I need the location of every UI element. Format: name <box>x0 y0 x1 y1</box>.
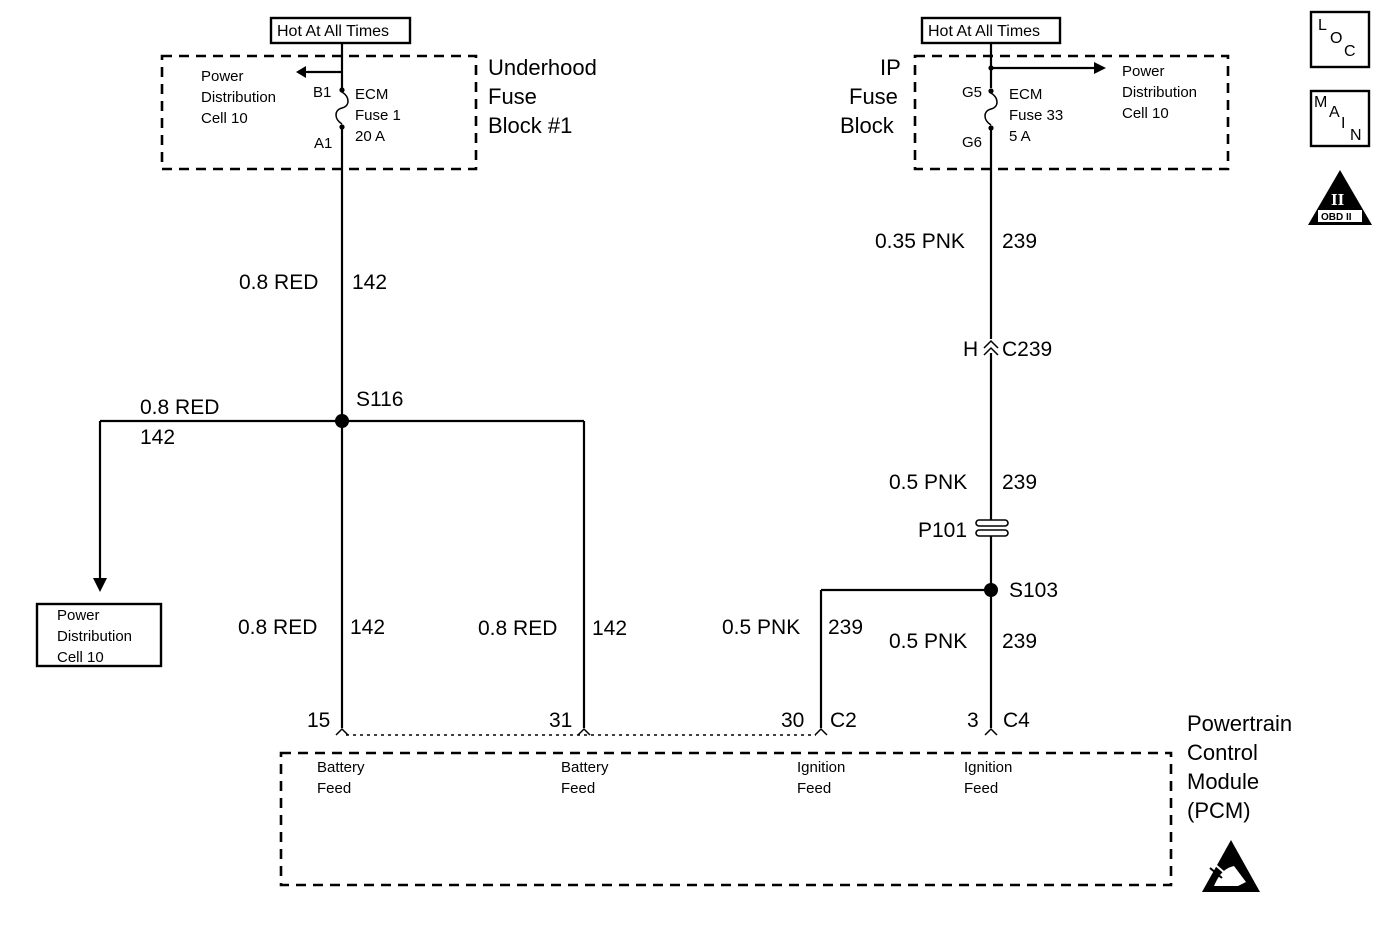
main-icon-m: M <box>1314 94 1327 111</box>
loc-button[interactable]: L O C <box>1309 10 1371 69</box>
left-wire-lower-b-circuit: 142 <box>592 617 627 640</box>
pcm-name-2: Control <box>1187 740 1258 765</box>
ecm-fuse-33-icon <box>984 68 998 131</box>
left-fuse-name-2: Fuse 1 <box>355 107 401 124</box>
left-power-dist-box-1: Power <box>57 607 100 624</box>
right-fuse-name-1: ECM <box>1009 86 1042 103</box>
obd-ii-label: OBD II <box>1321 212 1352 223</box>
connector-c4-label: C4 <box>1003 709 1030 732</box>
left-branch-color: 0.8 RED <box>140 396 219 419</box>
right-power-dist-arrow-icon <box>1094 62 1106 74</box>
pin-15-label: 15 <box>307 709 330 732</box>
pcm-module: Powertrain Control Module (PCM) Battery … <box>279 711 1292 892</box>
right-power-dist-top-3: Cell 10 <box>1122 105 1169 122</box>
underhood-fuse-block-name-2: Fuse <box>488 84 537 109</box>
pcm-feed-3-line-2: Feed <box>797 780 831 797</box>
left-hot-label-box <box>269 16 412 45</box>
right-power-dist-top-2: Distribution <box>1122 84 1197 101</box>
loc-icon-o: O <box>1330 30 1342 47</box>
left-power-dist-top-2: Distribution <box>201 89 276 106</box>
right-wire-top-color: 0.35 PNK <box>875 230 965 253</box>
ecm-fuse-1-icon <box>335 72 349 130</box>
left-wire-upper-circuit: 142 <box>352 271 387 294</box>
pin-30-label: 30 <box>781 709 804 732</box>
left-fuse-name-1: ECM <box>355 86 388 103</box>
pcm-name-1: Powertrain <box>1187 711 1292 736</box>
underhood-fuse-block-outline <box>160 54 478 171</box>
splice-s116-label: S116 <box>356 388 404 411</box>
ip-fuse-block-name-2: Fuse <box>849 84 898 109</box>
passthrough-p101-label: P101 <box>918 519 967 542</box>
pcm-feed-3-line-1: Ignition <box>797 759 845 776</box>
left-wire-lower-a-color: 0.8 RED <box>238 616 317 639</box>
esd-warning-icon <box>1202 840 1260 892</box>
right-branch-color: 0.5 PNK <box>722 616 800 639</box>
pin-31-label: 31 <box>549 709 572 732</box>
left-power-dist-box-3: Cell 10 <box>57 649 104 666</box>
connector-c239-name: C239 <box>1002 338 1052 361</box>
passthrough-p101-icon <box>975 519 1009 537</box>
right-hot-label: Hot At All Times <box>928 23 1040 40</box>
pcm-feed-2-line-2: Feed <box>561 780 595 797</box>
left-power-dist-box-2: Distribution <box>57 628 132 645</box>
obd-ii-button[interactable]: II OBD II <box>1308 170 1372 225</box>
pin-30-connector-icon <box>814 727 828 736</box>
connector-c239-pin: H <box>963 338 978 361</box>
pcm-feed-4-line-1: Ignition <box>964 759 1012 776</box>
left-wire-lower-a-circuit: 142 <box>350 616 385 639</box>
left-wire-lower-b-color: 0.8 RED <box>478 617 557 640</box>
connector-c2-label: C2 <box>830 709 857 732</box>
left-power-dist-arrow-icon <box>296 66 306 78</box>
pcm-name-3: Module <box>1187 769 1259 794</box>
right-wire-top-circuit: 239 <box>1002 230 1037 253</box>
right-circuit: Hot At All Times IP Fuse Block Power Dis… <box>722 16 1230 736</box>
right-wire-mid-color: 0.5 PNK <box>889 471 967 494</box>
right-wire-low-color: 0.5 PNK <box>889 630 967 653</box>
right-wire-mid-circuit: 239 <box>1002 471 1037 494</box>
right-branch-circuit: 239 <box>828 616 863 639</box>
right-fuse-terminal-out: G6 <box>962 134 982 151</box>
left-wire-upper-color: 0.8 RED <box>239 271 318 294</box>
left-fuse-name-3: 20 A <box>355 128 385 145</box>
ip-fuse-block-name-1: IP <box>880 55 901 80</box>
right-fuse-name-2: Fuse 33 <box>1009 107 1063 124</box>
pcm-feed-4-line-2: Feed <box>964 780 998 797</box>
main-icon-a: A <box>1329 104 1340 121</box>
main-button[interactable]: M A I N <box>1309 89 1371 148</box>
pin-3-connector-icon <box>984 727 998 736</box>
left-branch-circuit: 142 <box>140 426 175 449</box>
pin-31-connector-icon <box>577 727 591 736</box>
left-power-dist-box <box>35 602 163 668</box>
loc-icon-c: C <box>1344 43 1356 60</box>
pcm-name-4: (PCM) <box>1187 798 1251 823</box>
left-hot-label: Hot At All Times <box>277 23 389 40</box>
underhood-fuse-block-name-3: Block #1 <box>488 113 572 138</box>
underhood-fuse-block-name-1: Underhood <box>488 55 597 80</box>
main-icon-n: N <box>1350 127 1362 144</box>
ip-fuse-block-outline <box>913 54 1230 171</box>
right-power-dist-top-1: Power <box>1122 63 1165 80</box>
left-power-dist-top-3: Cell 10 <box>201 110 248 127</box>
left-fuse-terminal-in: B1 <box>313 84 331 101</box>
right-wire-low-circuit: 239 <box>1002 630 1037 653</box>
right-fuse-terminal-in: G5 <box>962 84 982 101</box>
pin-3-label: 3 <box>967 709 979 732</box>
loc-icon-l: L <box>1318 17 1327 34</box>
pcm-outline <box>279 751 1173 887</box>
left-fuse-terminal-out: A1 <box>314 135 332 152</box>
ip-fuse-block-name-3: Block <box>840 113 895 138</box>
connector-c239-icon <box>983 339 999 356</box>
pin-15-connector-icon <box>335 727 349 736</box>
right-fuse-name-3: 5 A <box>1009 128 1031 145</box>
obd-ii-numeral: II <box>1331 190 1345 209</box>
splice-s103-label: S103 <box>1009 579 1058 602</box>
left-power-dist-top-1: Power <box>201 68 244 85</box>
main-icon-i: I <box>1341 115 1345 132</box>
left-branch-arrow-icon <box>93 578 107 592</box>
left-circuit: Hot At All Times Underhood Fuse Block #1… <box>35 16 627 736</box>
pcm-feed-2-line-1: Battery <box>561 759 609 776</box>
pcm-feed-1-line-2: Feed <box>317 780 351 797</box>
pcm-feed-1-line-1: Battery <box>317 759 365 776</box>
